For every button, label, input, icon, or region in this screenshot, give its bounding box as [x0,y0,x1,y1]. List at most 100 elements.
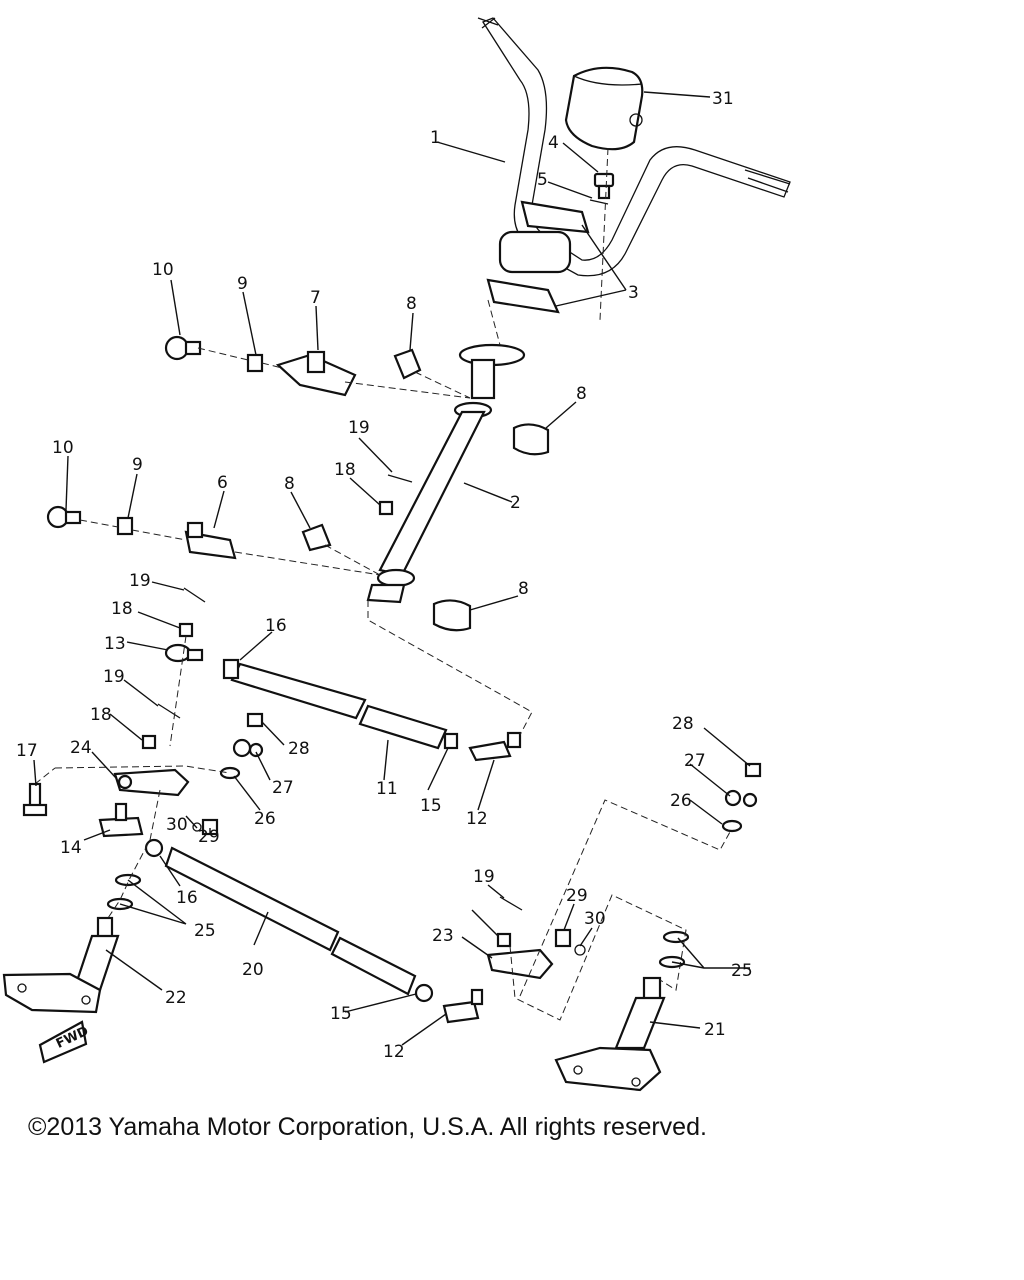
steering-column [366,343,526,604]
callout-19-c: 19 [103,667,125,687]
column-bracket-lower [184,521,237,560]
callout-12-b: 12 [383,1042,405,1062]
callout-19-a: 19 [348,418,370,438]
clip-27-right [724,789,758,808]
callout-9-a: 9 [237,274,248,294]
callout-29-b: 29 [566,886,588,906]
tie-rod-11 [222,658,448,750]
spacer-25-left [106,873,142,911]
callout-25-a: 25 [194,921,216,941]
callout-30-a: 30 [166,815,188,835]
assembly-guides [34,147,731,1021]
washer-30-left [192,822,202,832]
bushing-8-upper-right [512,423,550,456]
callout-29-a: 29 [198,827,220,847]
locknut-15-lower [414,983,434,1003]
tie-rod-end-12-lower [442,988,484,1024]
nut-28-right [744,762,762,778]
callout-10-b: 10 [52,438,74,458]
callout-11: 11 [376,779,398,799]
handlebar-holder-lower [486,278,560,314]
callout-26-b: 26 [670,791,692,811]
callout-26-a: 26 [254,809,276,829]
callout-15-b: 15 [330,1004,352,1024]
callout-18-a: 18 [334,460,356,480]
handlebar-holder-upper [498,200,590,274]
callout-6: 6 [217,473,228,493]
bolt-10-upper [164,335,202,361]
knuckle-arm-23 [486,948,554,980]
callout-15-a: 15 [420,796,442,816]
callout-24: 24 [70,738,92,758]
callout-8-a: 8 [406,294,417,314]
callout-21: 21 [704,1020,726,1040]
callout-5: 5 [537,170,548,190]
nut-9-lower [116,516,134,536]
callout-3: 3 [628,283,639,303]
callout-20: 20 [242,960,264,980]
nut-18-b [141,734,157,750]
cotter-pin-19-b [157,703,181,719]
fwd-marker: FWD [38,1020,91,1064]
leader-lines [33,91,751,1046]
bushing-8-upper-left [393,348,422,380]
callout-18-b: 18 [111,599,133,619]
callout-labels: 1 2 3 4 5 6 7 8 8 8 8 9 9 10 10 11 12 12… [16,89,753,1062]
callout-22: 22 [165,988,187,1008]
cotter-pin-19-upper [387,474,413,483]
bolt-17 [22,782,48,817]
callout-9-b: 9 [132,455,143,475]
bolt-4 [593,172,615,200]
locknut-16-lower [144,838,164,858]
callout-28-a: 28 [288,739,310,759]
callout-27-b: 27 [684,751,706,771]
nut-18-upper [378,500,394,516]
nut-18-right [496,932,512,948]
callout-13: 13 [104,634,126,654]
cotter-pin-19-right [499,896,523,911]
spacer-25-right [658,930,690,969]
handlebar-cover [564,66,644,151]
callout-23: 23 [432,926,454,946]
callout-19-b: 19 [129,571,151,591]
nut-28-left [246,712,264,728]
locknut-15-upper [443,732,459,750]
spindle-22 [2,916,120,1014]
callout-1: 1 [430,128,441,148]
callout-31: 31 [712,89,734,109]
nut-9-upper [246,353,264,373]
callout-30-b: 30 [584,909,606,929]
callout-8-d: 8 [518,579,529,599]
bushing-8-lower-right [432,599,472,632]
callout-2: 2 [510,493,521,513]
callout-8-c: 8 [284,474,295,494]
bushing-8-lower-left [301,523,332,552]
callout-7: 7 [310,288,321,308]
tie-rod-20 [164,846,417,996]
callout-27-a: 27 [272,778,294,798]
callout-4: 4 [548,133,559,153]
clip-27-left [232,738,264,758]
tie-rod-end-14 [98,802,144,838]
washer-30-right [574,944,586,956]
bolt-10-lower [46,505,82,529]
copyright-notice: ©2013 Yamaha Motor Corporation, U.S.A. A… [28,1113,707,1141]
nut-18-a [178,622,194,638]
spindle-21 [554,976,666,1092]
callout-28-b: 28 [672,714,694,734]
callout-12-a: 12 [466,809,488,829]
callout-10-a: 10 [152,260,174,280]
callout-18-c: 18 [90,705,112,725]
bolt-29-right [554,928,572,948]
callout-16-a: 16 [265,616,287,636]
cotter-pin-19-a [183,587,206,603]
washer-26-right [721,819,743,833]
callout-8-b: 8 [576,384,587,404]
callout-25-b: 25 [731,961,753,981]
steering-exploded-diagram: FWD [2,17,791,1092]
callout-19-d: 19 [473,867,495,887]
tie-rod-end-12-upper [468,731,522,762]
knuckle-arm-24 [113,768,190,797]
callout-17: 17 [16,741,38,761]
washer-26-left [219,766,241,780]
